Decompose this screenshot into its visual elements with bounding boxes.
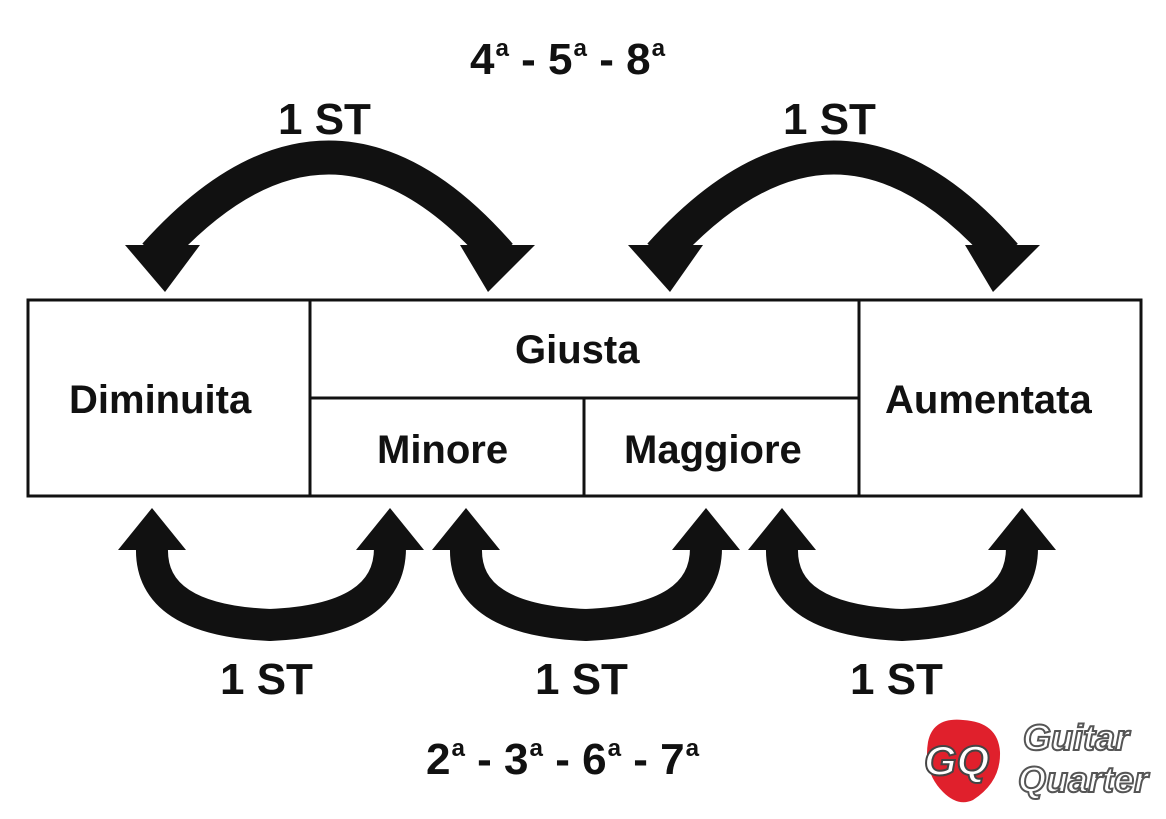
top-arrow-left (125, 140, 535, 292)
bottom-arrow-1 (118, 508, 424, 642)
cell-diminuita: Diminuita (69, 378, 252, 422)
top-heading: 4a - 5a - 8a (470, 34, 666, 84)
guitar-quarter-logo: GQ Guitar Quarter (918, 712, 1163, 807)
semitone-label-bottom-3: 1 ST (850, 655, 943, 704)
cell-maggiore: Maggiore (624, 428, 802, 472)
guitar-pick-icon (927, 719, 1001, 803)
bottom-arrow-3 (748, 508, 1056, 642)
interval-table (26, 298, 1143, 498)
cell-aumentata: Aumentata (885, 378, 1092, 422)
semitone-label-bottom-2: 1 ST (535, 655, 628, 704)
semitone-label-bottom-1: 1 ST (220, 655, 313, 704)
semitone-label-top-left: 1 ST (278, 95, 371, 144)
bottom-arrow-2 (432, 508, 740, 642)
cell-minore: Minore (377, 428, 509, 472)
top-arrow-right (628, 140, 1040, 292)
semitone-label-top-right: 1 ST (783, 95, 876, 144)
cell-giusta: Giusta (515, 328, 640, 372)
logo-monogram: GQ (923, 737, 990, 784)
logo-line1: Guitar (1022, 717, 1130, 758)
logo-line2: Quarter (1017, 759, 1149, 800)
bottom-heading: 2a - 3a - 6a - 7a (426, 734, 700, 784)
